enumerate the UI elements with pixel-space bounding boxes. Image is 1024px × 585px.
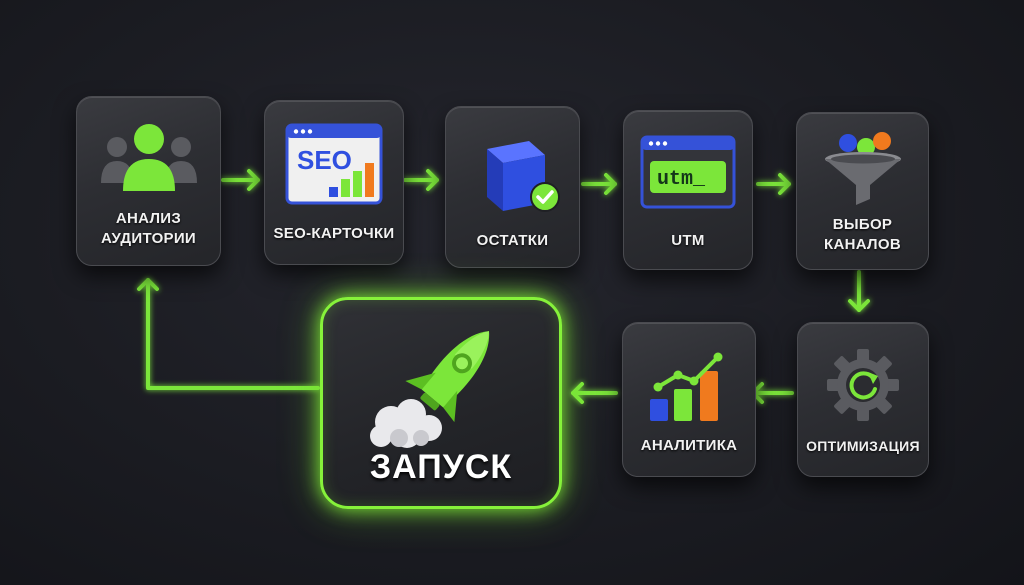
arrow-utm-to-channels [756, 173, 791, 195]
step-card-analytics[interactable]: АНАЛИТИКА [622, 322, 756, 477]
arrow-analytics-to-launch [571, 382, 618, 404]
step-label-seo: SEO-КАРТОЧКИ [273, 225, 395, 242]
growth-chart-icon [644, 345, 734, 425]
step-label-analytics: АНАЛИТИКА [640, 437, 738, 454]
step-card-seo[interactable]: SEO SEO-КАРТОЧКИ [264, 100, 404, 265]
rocket-icon [363, 314, 513, 454]
step-label-launch: ЗАПУСК [369, 448, 513, 486]
step-card-stock[interactable]: ОСТАТКИ [445, 106, 580, 268]
funnel-icon [818, 129, 908, 209]
seo-icon-text: SEO [297, 145, 352, 175]
users-icon [99, 121, 199, 193]
arrow-stock-to-utm [581, 173, 617, 195]
step-label-audience: АНАЛИЗ АУДИТОРИИ [100, 210, 197, 247]
step-card-launch[interactable]: ЗАПУСК [320, 297, 562, 509]
step-card-optimization[interactable]: ОПТИМИЗАЦИЯ [797, 322, 929, 477]
utm-icon-text: utm_ [657, 168, 706, 191]
step-card-utm[interactable]: utm_ UTM [623, 110, 753, 270]
arrow-channels-to-optimization [848, 270, 870, 312]
utm-window-icon: utm_ [640, 135, 736, 209]
step-card-channels[interactable]: ВЫБОР КАНАЛОВ [796, 112, 929, 270]
arrow-seo-to-stock [403, 169, 439, 191]
arrow-optimization-to-analytics [751, 382, 794, 404]
step-label-stock: ОСТАТКИ [476, 232, 549, 249]
step-label-optimization: ОПТИМИЗАЦИЯ [806, 438, 920, 454]
box-check-icon [465, 131, 561, 219]
arrow-launch-to-audience [137, 278, 320, 390]
step-label-channels: ВЫБОР КАНАЛОВ [824, 216, 901, 253]
step-label-utm: UTM [671, 232, 705, 249]
gear-refresh-icon [823, 345, 903, 425]
seo-window-icon: SEO [285, 123, 383, 205]
arrow-audience-to-seo [221, 169, 260, 191]
step-card-audience[interactable]: АНАЛИЗ АУДИТОРИИ [76, 96, 221, 266]
